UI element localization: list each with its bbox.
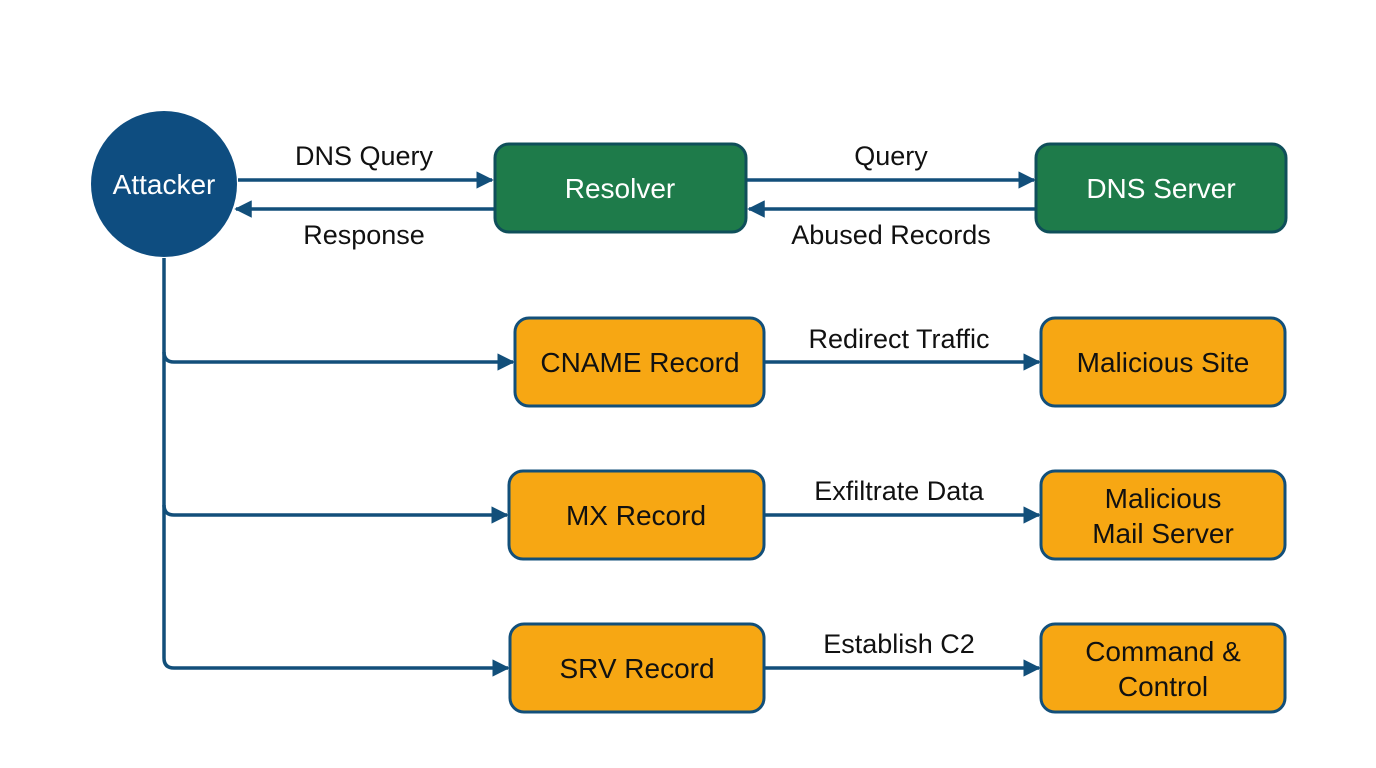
label-exfiltrate-data: Exfiltrate Data [814,476,985,506]
label-query: Query [854,141,928,171]
edges [162,171,1041,677]
label-redirect-traffic: Redirect Traffic [808,324,989,354]
malicious-mail-server-label-line2: Mail Server [1092,518,1234,549]
label-dns-query: DNS Query [295,141,434,171]
edge-attacker-trunk [162,258,510,677]
node-srv-record: SRV Record [508,622,766,714]
node-mx-record: MX Record [507,469,766,561]
command-control-label-line2: Control [1118,671,1208,702]
node-command-control: Command & Control [1039,622,1287,714]
attacker-label: Attacker [113,169,216,200]
mx-record-label: MX Record [566,500,706,531]
edge-attacker-to-mx [162,504,509,524]
node-malicious-site: Malicious Site [1039,316,1287,408]
node-cname-record: CNAME Record [513,316,766,408]
node-malicious-mail-server: Malicious Mail Server [1039,469,1287,561]
node-attacker: Attacker [91,111,237,257]
node-dns-server: DNS Server [1034,142,1288,234]
label-response: Response [303,220,425,250]
srv-record-label: SRV Record [559,653,714,684]
malicious-site-label: Malicious Site [1077,347,1250,378]
resolver-label: Resolver [565,173,675,204]
node-resolver: Resolver [493,142,748,234]
label-abused-records: Abused Records [791,220,991,250]
edge-attacker-to-cname [162,351,515,371]
cname-record-label: CNAME Record [540,347,739,378]
command-control-label-line1: Command & [1085,636,1241,667]
dns-server-label: DNS Server [1086,173,1235,204]
malicious-mail-server-label-line1: Malicious [1105,483,1222,514]
label-establish-c2: Establish C2 [823,629,975,659]
edge-labels: DNS Query Response Query Abused Records … [295,141,991,659]
